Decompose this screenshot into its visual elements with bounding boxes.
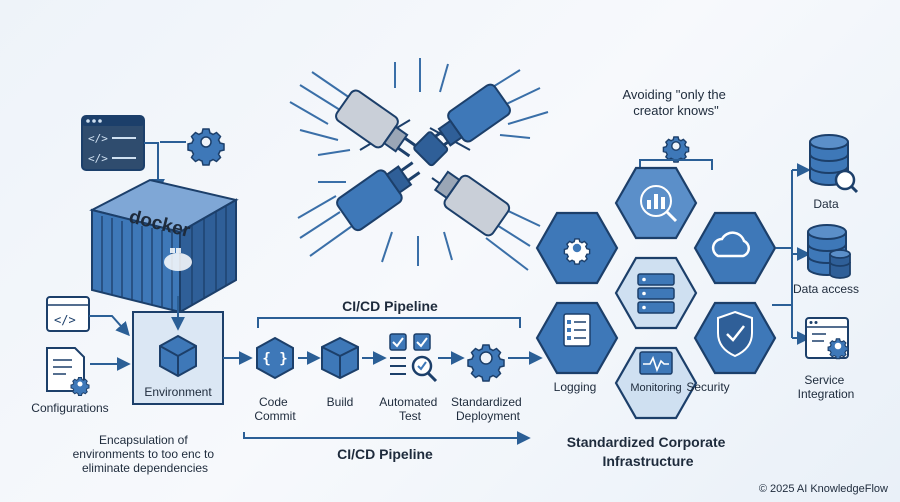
stage-label-line: Automated: [379, 395, 437, 409]
checklist-magnifier-icon: [389, 333, 438, 383]
stage-label-code-commit: Code Commit: [254, 395, 296, 423]
gear-icon: [662, 136, 690, 163]
service-label-integration: Service Integration: [798, 373, 855, 401]
window-gear-icon: [805, 317, 849, 360]
infra-title-line: Standardized Corporate: [567, 434, 726, 450]
configurations-label: Configurations: [31, 401, 108, 415]
connectors-illustration: [289, 58, 549, 271]
encapsulation-line: environments to too enc to: [73, 447, 215, 461]
encapsulation-line: Encapsulation of: [99, 433, 188, 447]
arrow: [89, 315, 130, 337]
copyright: © 2025 AI KnowledgeFlow: [759, 483, 888, 495]
stage-label-automated-test: Automated Test: [379, 395, 440, 423]
infrastructure-hex-cluster: [535, 166, 777, 420]
infra-title-line: Infrastructure: [602, 453, 693, 469]
infrastructure-top-note: Avoiding "only the creator knows": [622, 87, 729, 118]
cloud-icon: [711, 231, 750, 258]
pipeline-bracket: [257, 317, 521, 328]
stage-label-line: Test: [399, 409, 422, 423]
docker-container-icon: [89, 178, 239, 314]
cube-icon: [159, 334, 197, 378]
server-icon: [637, 273, 675, 314]
svg-text:</>: </>: [88, 132, 108, 145]
document-gear-icon: [46, 347, 90, 396]
gear-icon: [563, 238, 591, 265]
database-stack-icon: [807, 224, 851, 279]
infrastructure-title: Standardized Corporate Infrastructure: [567, 434, 730, 469]
package-icon: [321, 336, 359, 380]
encapsulation-line: eliminate dependencies: [82, 461, 208, 475]
stage-label-build: Build: [327, 395, 354, 409]
infra-cell-logging: Logging: [554, 380, 597, 394]
cloud-hex: [693, 211, 777, 285]
service-label-data: Data: [813, 197, 839, 211]
code-window-icon: </> </>: [81, 115, 145, 171]
gear-icon: [187, 128, 225, 166]
connector-line: [639, 159, 713, 170]
shield-icon: [717, 310, 753, 358]
service-label-line: Integration: [798, 387, 855, 401]
environment-label: Environment: [144, 385, 212, 399]
infra-cell-monitoring: Monitoring: [630, 382, 681, 394]
service-label-data-access: Data access: [793, 282, 859, 296]
database-search-icon: [809, 134, 859, 194]
service-label-line: Service: [804, 373, 844, 387]
top-note-line: creator knows": [633, 103, 719, 118]
infra-cell-security: Security: [686, 380, 729, 394]
arrow: [144, 142, 165, 193]
stage-label-line: Deployment: [456, 409, 521, 423]
svg-text:{ }: { }: [262, 351, 287, 367]
stage-label-line: Commit: [254, 409, 296, 423]
monitoring-hex: [614, 346, 698, 420]
stage-label-standardized-deployment: Standardized Deployment: [451, 395, 525, 423]
svg-text:</>: </>: [54, 313, 76, 327]
analytics-icon: [640, 185, 678, 223]
pulse-monitor-icon: [639, 351, 673, 375]
top-note-line: Avoiding "only the: [622, 87, 725, 102]
code-file-icon: </>: [46, 296, 90, 332]
code-braces-icon: { }: [256, 336, 294, 380]
gear-icon: [467, 344, 505, 382]
pipeline-bottom-arrow: [243, 431, 531, 445]
encapsulation-text: Encapsulation of environments to too enc…: [73, 433, 218, 475]
svg-text:</>: </>: [88, 152, 108, 165]
pipeline-title-bottom: CI/CD Pipeline: [337, 446, 433, 462]
stage-label-line: Code: [259, 395, 288, 409]
checklist-clipboard-icon: [563, 313, 591, 347]
pipeline-title-top: CI/CD Pipeline: [342, 298, 438, 314]
stage-label-line: Standardized: [451, 395, 522, 409]
